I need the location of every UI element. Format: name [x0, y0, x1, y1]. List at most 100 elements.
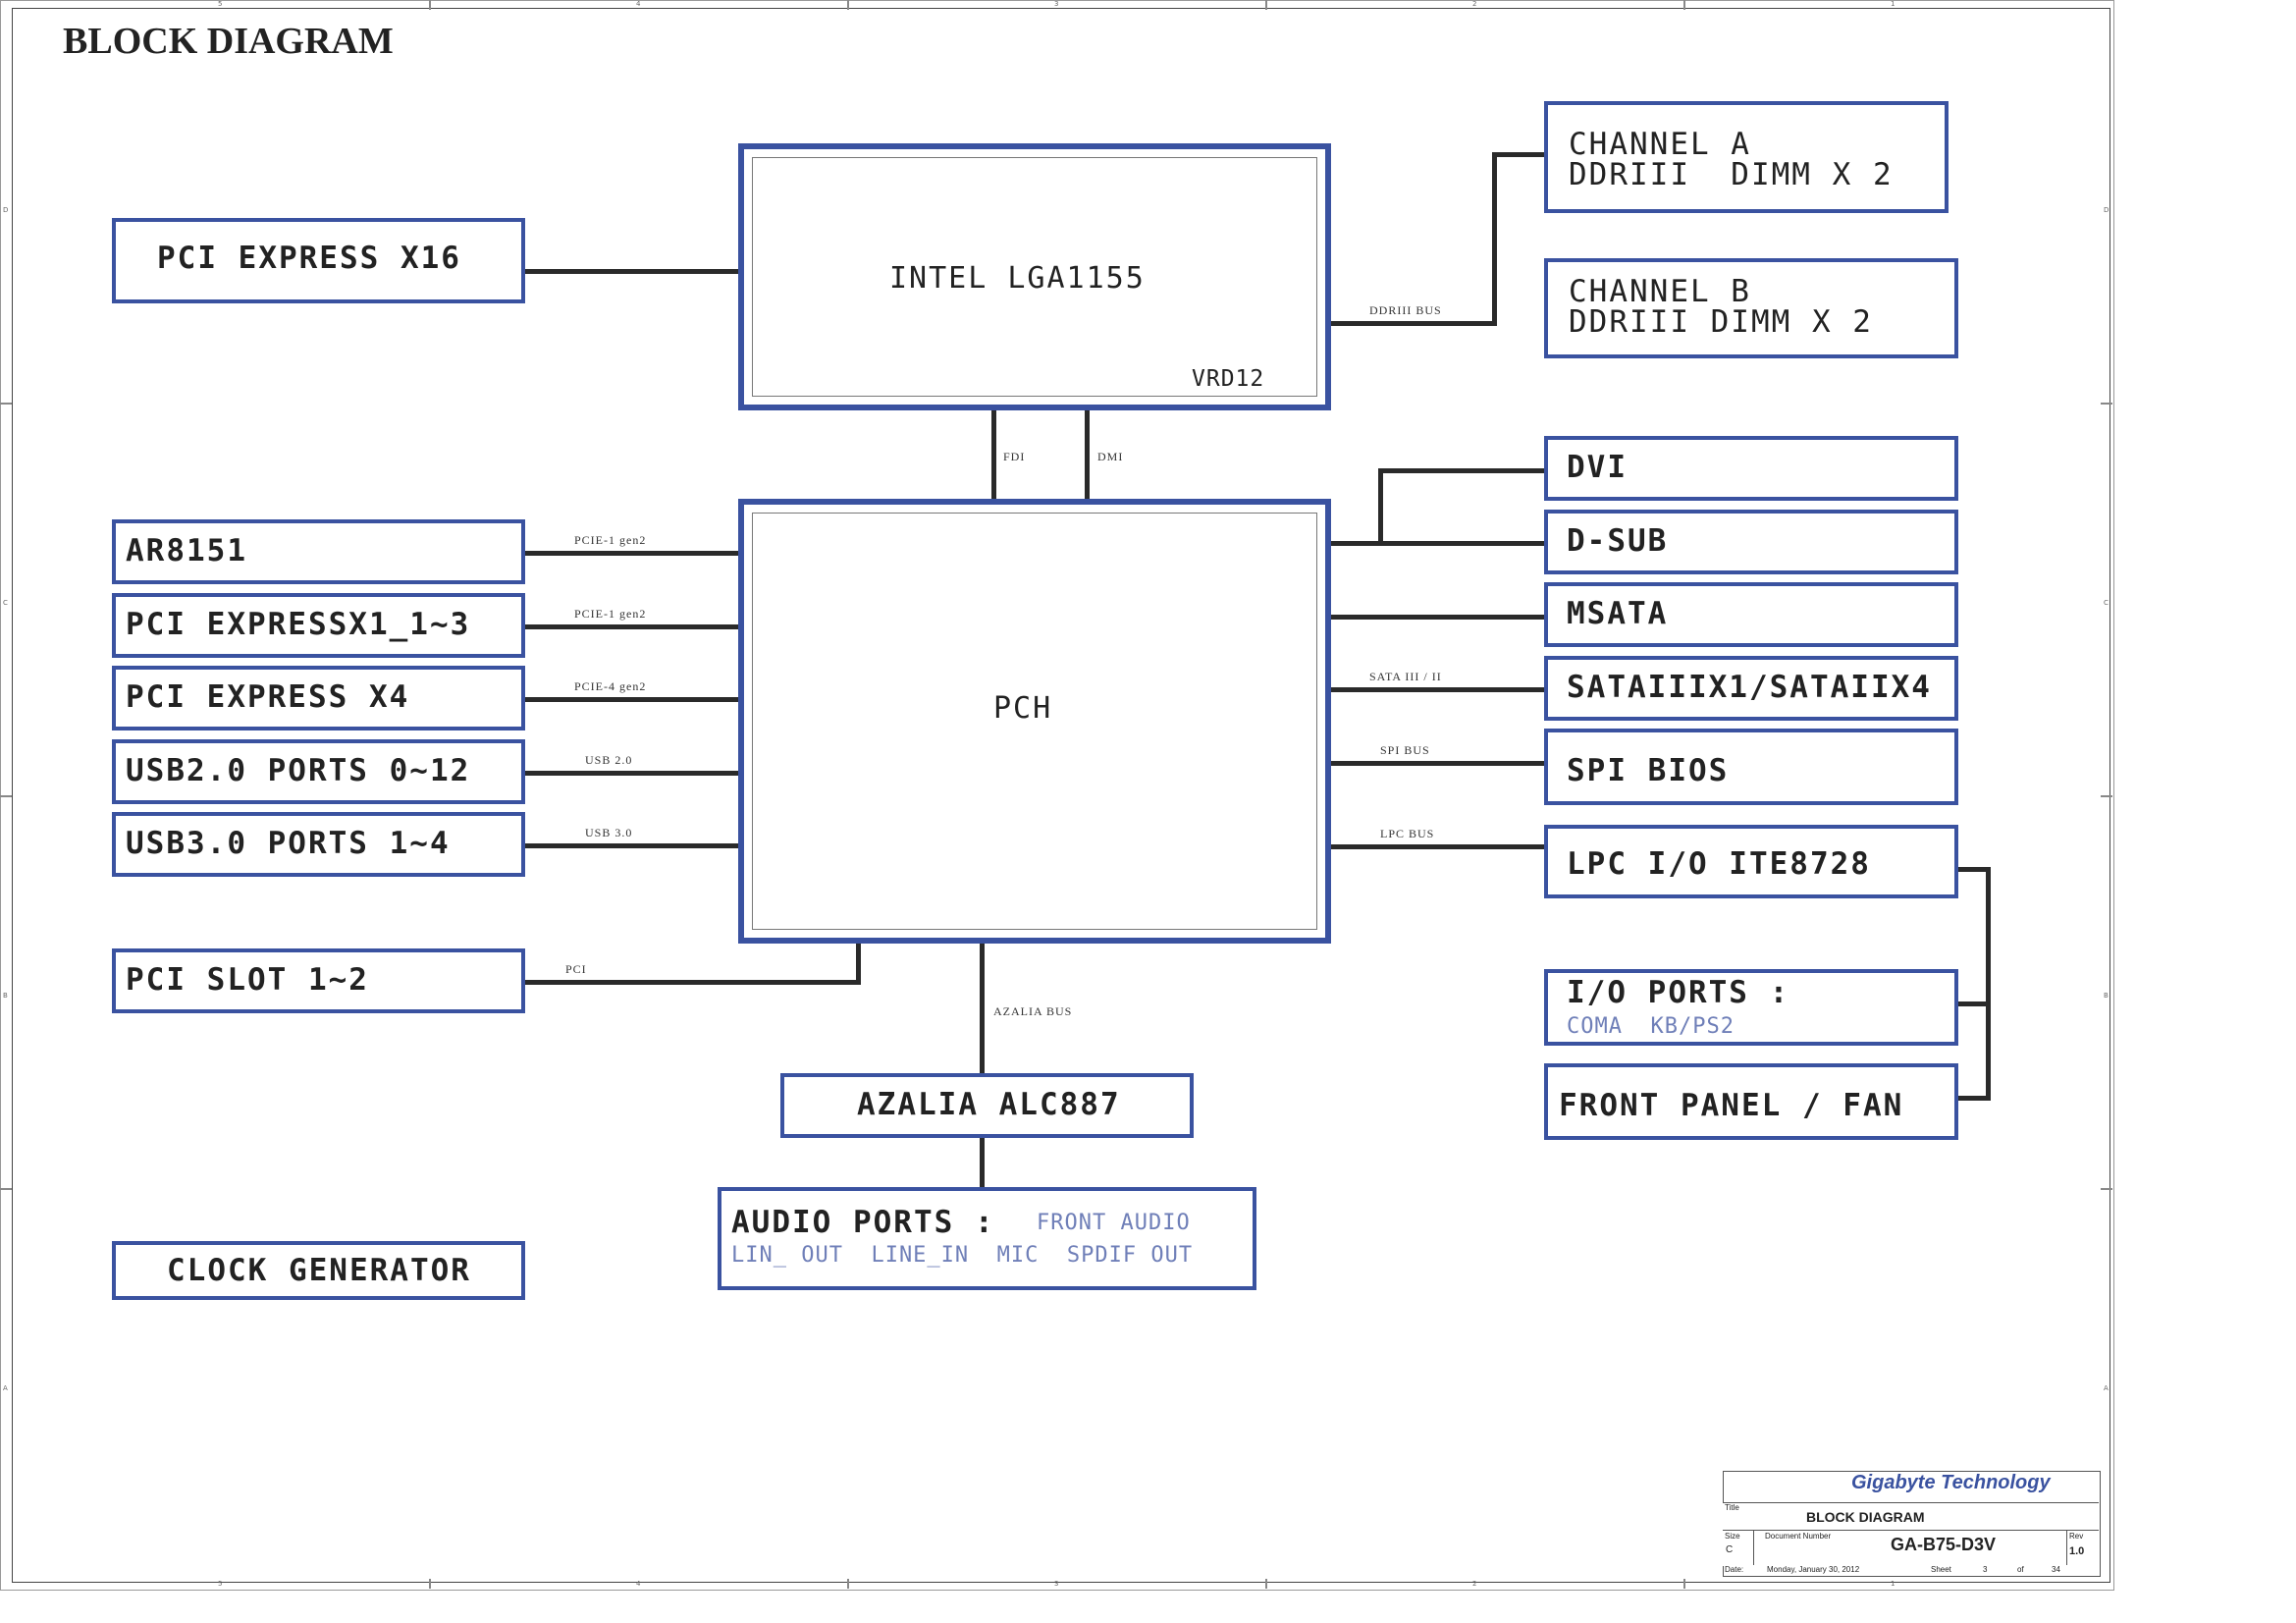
- ar8151-label: AR8151: [126, 533, 247, 568]
- bus-label-spi: SPI BUS: [1380, 743, 1430, 757]
- channel-b-block: [1544, 258, 1958, 358]
- title-block-title-row: [1723, 1502, 2099, 1532]
- wire-pcie-x16: [523, 269, 741, 274]
- wire-msata: [1328, 615, 1547, 620]
- wire-pcie-x1: [523, 624, 741, 629]
- lpc-io-label: LPC I/O ITE8728: [1567, 846, 1871, 882]
- title-block-title: BLOCK DIAGRAM: [1806, 1509, 1925, 1525]
- zone-label: B: [2104, 992, 2109, 1000]
- zone-tick: [847, 0, 849, 10]
- wire-lpc-fanout: [1953, 867, 1991, 872]
- title-block-size-caption: Size: [1725, 1532, 1740, 1541]
- title-block-date: Monday, January 30, 2012: [1767, 1565, 1860, 1574]
- title-block-of-caption: of: [2017, 1565, 2024, 1574]
- cpu-block: [738, 143, 1331, 410]
- zone-label: 2: [1472, 1580, 1477, 1588]
- front-panel-label: FRONT PANEL / FAN: [1559, 1088, 1904, 1123]
- dvi-block: [1544, 436, 1958, 501]
- bus-label-pcie-x4: PCIE-4 gen2: [574, 679, 647, 693]
- usb3-block: [112, 812, 525, 877]
- audio-ports-label: AUDIO PORTS :: [731, 1205, 995, 1240]
- zone-label: 5: [218, 1580, 223, 1588]
- bus-label-azalia: AZALIA BUS: [993, 1004, 1073, 1018]
- wire-fdi: [991, 407, 996, 502]
- pcie-x1-block: [112, 593, 525, 658]
- zone-tick: [2101, 795, 2112, 797]
- zone-tick: [847, 1579, 849, 1589]
- cpu-inner-border: [752, 157, 1317, 397]
- pcie-x4-label: PCI EXPRESS X4: [126, 679, 410, 715]
- wire-ddr-vertical: [1492, 152, 1497, 326]
- dsub-block: [1544, 510, 1958, 574]
- diagram-title: BLOCK DIAGRAM: [63, 21, 394, 62]
- zone-label: 1: [1891, 0, 1896, 8]
- bus-label-usb2: USB 2.0: [585, 753, 633, 767]
- bus-label-usb3: USB 3.0: [585, 826, 633, 839]
- wire-lpc-fanout-vertical: [1986, 867, 1991, 1101]
- zone-label: B: [3, 992, 8, 1000]
- pcie-x1-label: PCI EXPRESSX1_1~3: [126, 607, 471, 642]
- bus-label-dmi: DMI: [1097, 450, 1124, 463]
- wire-ddr-bus: [1328, 321, 1497, 326]
- channel-b-line1: CHANNEL B: [1569, 274, 1751, 309]
- wire-dvi: [1378, 468, 1547, 473]
- zone-label: C: [2104, 599, 2109, 607]
- sata-label: SATAIIIX1/SATAIIX4: [1567, 670, 1932, 705]
- spi-bios-label: SPI BIOS: [1567, 753, 1730, 788]
- zone-label: 3: [1054, 0, 1059, 8]
- cpu-label: INTEL LGA1155: [889, 261, 1146, 296]
- dsub-label: D-SUB: [1567, 523, 1669, 559]
- channel-a-line1: CHANNEL A: [1569, 127, 1751, 162]
- zone-label: A: [2104, 1384, 2109, 1392]
- title-block-sheet: 3: [1983, 1565, 1988, 1574]
- zone-label: 5: [218, 0, 223, 8]
- bus-label-pcie-x1: PCIE-1 gen2: [574, 607, 647, 621]
- zone-tick: [0, 795, 12, 797]
- bus-label-fdi: FDI: [1003, 450, 1026, 463]
- title-block-doc-row: [1723, 1530, 2099, 1566]
- wire-azalia-bus: [980, 941, 985, 1078]
- lpc-io-block: [1544, 825, 1958, 898]
- wire-usb3: [523, 843, 741, 848]
- title-block-total: 34: [2052, 1565, 2060, 1574]
- audio-ports-front: FRONT AUDIO: [1037, 1211, 1191, 1235]
- spi-bios-block: [1544, 729, 1958, 805]
- audio-ports-items: LIN_ OUT LINE_IN MIC SPDIF OUT: [731, 1243, 1194, 1268]
- zone-label: A: [3, 1384, 8, 1392]
- azalia-codec-label: AZALIA ALC887: [857, 1087, 1121, 1122]
- title-block-divider: [2066, 1530, 2067, 1565]
- title-block-date-caption: Date:: [1725, 1565, 1744, 1574]
- zone-tick: [2101, 1188, 2112, 1190]
- zone-label: 1: [1891, 1580, 1896, 1588]
- zone-tick: [429, 0, 431, 10]
- pcie-x4-block: [112, 666, 525, 730]
- wire-dmi: [1085, 407, 1090, 502]
- usb2-label: USB2.0 PORTS 0~12: [126, 753, 471, 788]
- title-block-rev: 1.0: [2069, 1545, 2085, 1557]
- pch-block: [738, 499, 1331, 944]
- wire-pci-vertical: [856, 941, 861, 985]
- ar8151-block: [112, 519, 525, 584]
- io-ports-sub: COMA KB/PS2: [1567, 1014, 1735, 1039]
- zone-tick: [1265, 1579, 1267, 1589]
- pch-label: PCH: [993, 691, 1053, 726]
- zone-tick: [1265, 0, 1267, 10]
- zone-label: 4: [636, 1580, 641, 1588]
- title-block-rev-caption: Rev: [2069, 1532, 2084, 1541]
- zone-tick: [0, 1188, 12, 1190]
- pci-slot-label: PCI SLOT 1~2: [126, 962, 369, 998]
- title-block-title-caption: Title: [1725, 1503, 1739, 1512]
- wire-io-ports: [1953, 1001, 1991, 1006]
- wire-ddr-channel-a: [1492, 152, 1547, 157]
- io-ports-label: I/O PORTS :: [1567, 975, 1790, 1010]
- zone-label: 4: [636, 0, 641, 8]
- wire-pcie-x4: [523, 697, 741, 702]
- wire-lpc: [1328, 844, 1547, 849]
- zone-tick: [429, 1579, 431, 1589]
- io-ports-block: [1544, 969, 1958, 1046]
- channel-b-line2: DDRIII DIMM X 2: [1569, 304, 1873, 340]
- pcie-x16-block: [112, 218, 525, 303]
- azalia-codec-block: [780, 1073, 1194, 1138]
- zone-label: D: [2104, 206, 2109, 214]
